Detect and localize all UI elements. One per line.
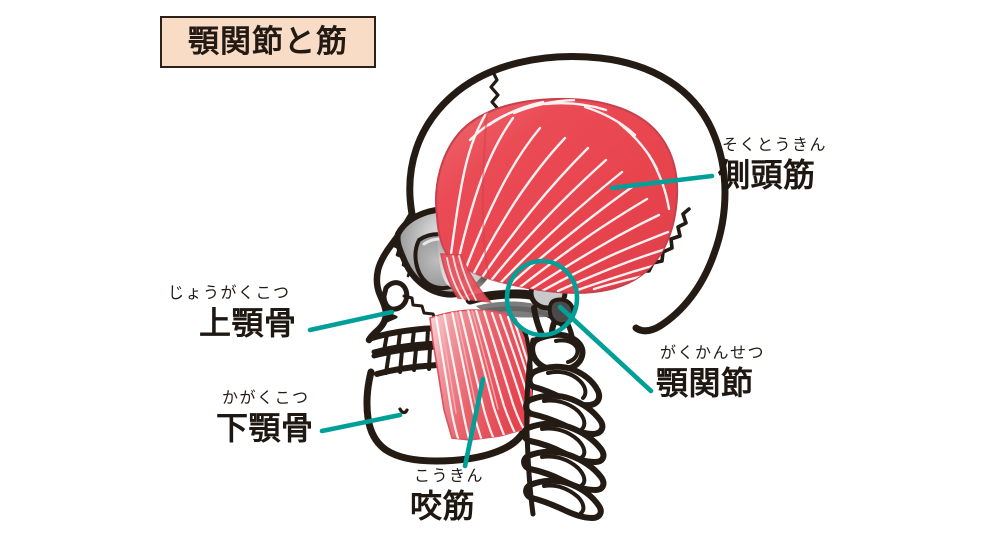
- leader-line-tmj: [557, 304, 654, 394]
- temporalis-striations: [445, 98, 678, 293]
- mental-foramen: [398, 407, 409, 415]
- label-tmj: がくかんせつ 顎関節: [656, 343, 766, 402]
- label-maxilla: じょうがくこつ 上顎骨: [168, 283, 297, 342]
- mandible-body-outline: [363, 368, 528, 465]
- label-temporalis-term: 側頭筋: [718, 156, 816, 194]
- label-tmj-furigana: がくかんせつ: [660, 343, 766, 362]
- leader-lines: [307, 173, 715, 469]
- label-temporalis-furigana: そくとうきん: [722, 135, 828, 154]
- label-masseter-term: 咬筋: [410, 487, 476, 525]
- vertebra-c2: [526, 363, 603, 409]
- figure-title-plate: 顎関節と筋: [160, 16, 376, 68]
- vertebral-body-column: [524, 337, 536, 517]
- label-maxilla-term: 上顎骨: [199, 304, 297, 342]
- label-masseter: こうきん 咬筋: [410, 466, 485, 525]
- masseter-muscle: [429, 309, 533, 441]
- cervical-spine: [521, 331, 607, 521]
- temporalis-tendon-striations: [446, 255, 477, 301]
- label-tmj-term: 顎関節: [656, 364, 754, 402]
- leader-line-temporalis: [609, 173, 715, 191]
- leader-line-masseter: [462, 376, 486, 469]
- label-mandible-term: 下顎骨: [216, 409, 314, 447]
- leader-line-maxilla: [307, 309, 395, 333]
- figure-title: 顎関節と筋: [188, 23, 348, 60]
- nasal-aperture: [381, 280, 410, 312]
- tmj-highlight-circle: [504, 258, 580, 338]
- temporalis-muscle: [435, 97, 679, 304]
- label-temporalis: そくとうきん 側頭筋: [718, 135, 828, 194]
- label-maxilla-furigana: じょうがくこつ: [168, 283, 291, 302]
- leader-line-mandible: [319, 412, 403, 434]
- label-mandible: かがくこつ 下顎骨: [200, 388, 314, 447]
- cranial-vault-outline: [406, 53, 729, 335]
- label-masseter-furigana: こうきん: [414, 466, 485, 485]
- label-mandible-furigana: かがくこつ: [222, 388, 310, 407]
